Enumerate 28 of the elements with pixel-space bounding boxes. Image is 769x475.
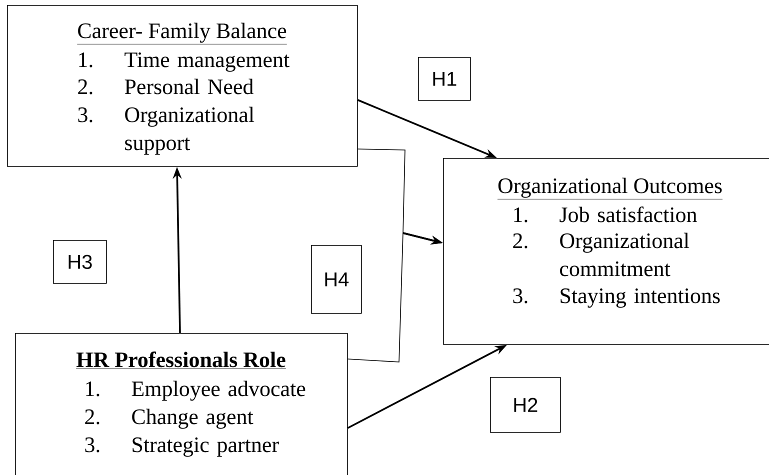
list-item: Organizational commitment [560, 232, 690, 276]
list-item: Organizational support [125, 106, 254, 155]
list-item: Strategic partner [132, 437, 279, 457]
list-item: Personal Need [124, 78, 254, 94]
list-item: Change agent [132, 408, 254, 429]
box-heading: Organizational Outcomes [497, 178, 723, 200]
hypothesis-label: H3 [53, 240, 107, 284]
concept-box [443, 158, 769, 345]
list-number: 1. [514, 207, 528, 222]
box-heading: HR Professionals Role [76, 352, 286, 369]
hypothesis-label: H4 [311, 245, 362, 314]
list-item: Staying intentions [560, 288, 720, 308]
list-number: 3. [513, 288, 528, 304]
list-number: 2. [78, 79, 92, 94]
list-item: Employee advocate [132, 380, 306, 401]
hypothesis-label: H2 [490, 377, 561, 433]
list-number: 2. [85, 409, 100, 424]
hypothesis-label: H1 [418, 57, 471, 101]
list-number: 2. [513, 233, 528, 248]
list-number: 1. [86, 381, 100, 396]
list-number: 3. [78, 107, 92, 122]
box-heading: Career- Family Balance [76, 22, 288, 44]
list-item: Job satisfaction [560, 206, 697, 222]
concept-box [15, 333, 348, 475]
concept-box [7, 5, 358, 167]
list-number: 1. [79, 52, 92, 68]
list-number: 3. [85, 437, 100, 452]
list-item: Time management [124, 52, 290, 72]
